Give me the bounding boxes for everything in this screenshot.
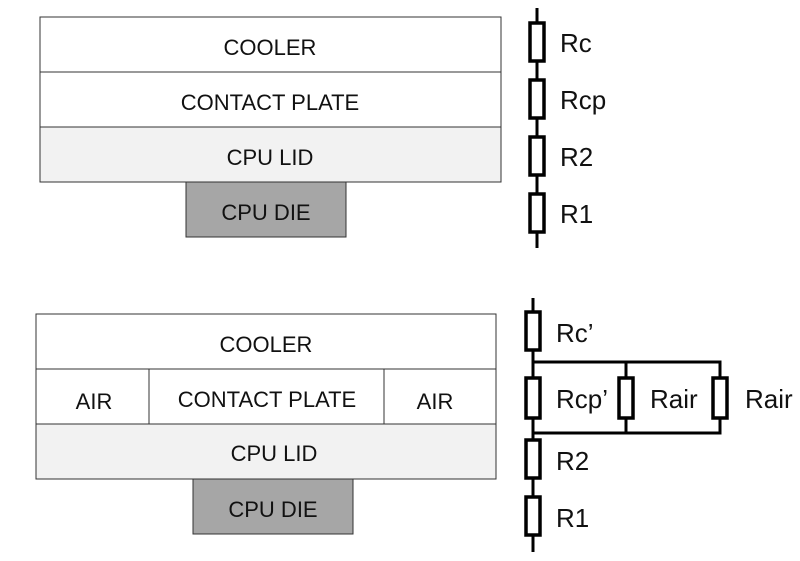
bottom-label-r1: R1 (556, 503, 589, 533)
top-cooler-layer (39, 16, 502, 73)
top-resistor-rc (528, 21, 546, 63)
top-resistor-r1 (528, 192, 546, 234)
bottom-cpu-lid-layer (35, 423, 497, 480)
top-contact-plate-layer (39, 71, 502, 128)
bottom-parallel-bottom-wire (533, 418, 722, 435)
bottom-air-right-label: AIR (417, 389, 454, 414)
bottom-layer-stack: COOLER AIR CONTACT PLATE AIR CPU LID CPU… (35, 313, 497, 535)
bottom-air-left-label: AIR (76, 389, 113, 414)
top-label-r1: R1 (560, 199, 593, 229)
top-cpu-die-label: CPU DIE (221, 200, 310, 225)
bottom-resistor-rc (524, 310, 542, 352)
bottom-resistor-rair-1 (617, 376, 635, 420)
bottom-resistor-r2 (524, 438, 542, 480)
top-cpu-lid-label: CPU LID (227, 145, 314, 170)
bottom-resistor-rcp (524, 376, 542, 420)
bottom-cpu-lid-label: CPU LID (231, 441, 318, 466)
bottom-cpu-die-label: CPU DIE (228, 497, 317, 522)
top-label-rcp: Rcp (560, 85, 606, 115)
bottom-resistor-network: Rc’ Rcp’ Rair Rair R2 R1 (524, 298, 793, 552)
top-label-r2: R2 (560, 142, 593, 172)
top-contact-plate-label: CONTACT PLATE (181, 90, 359, 115)
bottom-label-r2: R2 (556, 446, 589, 476)
bottom-cooler-layer (35, 313, 497, 370)
bottom-parallel-top-wire (533, 360, 722, 378)
top-resistor-r2 (528, 135, 546, 177)
bottom-label-rc: Rc’ (556, 318, 594, 348)
bottom-contact-plate-label: CONTACT PLATE (178, 387, 356, 412)
bottom-resistor-rair-2 (711, 376, 729, 420)
top-resistor-chain: Rc Rcp R2 R1 (528, 8, 606, 248)
bottom-air-right-layer (383, 368, 497, 425)
bottom-label-rair-1: Rair (650, 384, 698, 414)
bottom-label-rcp: Rcp’ (556, 384, 608, 414)
top-cpu-die-layer (185, 181, 347, 238)
top-layer-stack: COOLER CONTACT PLATE CPU LID CPU DIE (39, 16, 502, 238)
top-resistor-rcp (528, 78, 546, 120)
bottom-label-rair-2: Rair (745, 384, 793, 414)
bottom-resistor-r1 (524, 495, 542, 537)
top-label-rc: Rc (560, 28, 592, 58)
bottom-air-left-layer (35, 368, 150, 425)
top-cpu-lid-layer (39, 126, 502, 183)
bottom-cooler-label: COOLER (220, 332, 313, 357)
top-cooler-label: COOLER (224, 35, 317, 60)
bottom-cpu-die-layer (192, 478, 354, 535)
